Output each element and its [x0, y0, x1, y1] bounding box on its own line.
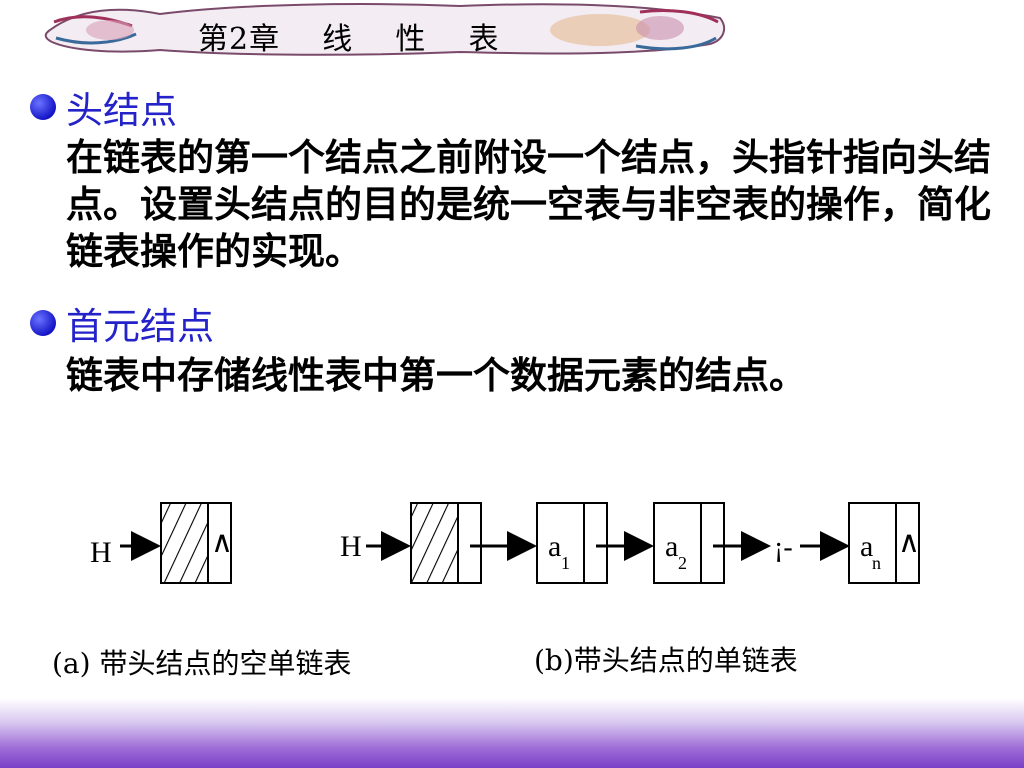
- bullet-first-element-node: 首元结点: [30, 296, 214, 350]
- node-an-label: a: [860, 530, 873, 563]
- chapter-title: 第2章 线 性 表: [198, 22, 500, 57]
- caption-empty-list: (a) 带头结点的空单链表: [52, 647, 351, 680]
- bullet-dot-icon: [30, 94, 56, 120]
- empty-list-diagram: H ∧: [90, 502, 233, 584]
- bullet-label-first-element-node: 首元结点: [66, 305, 214, 348]
- node-a2-label: a: [665, 530, 678, 563]
- null-pointer-symbol: ∧: [211, 525, 233, 560]
- bullet-head-node: 头结点: [30, 80, 177, 134]
- paragraph-head-node: 在链表的第一个结点之前附设一个结点，头指针指向头结点。设置头结点的目的是统一空表…: [66, 136, 991, 273]
- node-a2-subscript: 2: [678, 553, 687, 573]
- node-a1-label: a: [548, 530, 561, 563]
- chapter-banner: [44, 3, 726, 56]
- bullet-dot-icon: [30, 310, 56, 336]
- ellipsis-mark: ¡-: [774, 532, 793, 563]
- linked-list-diagram: H ∧ H a 1 a 2 ¡- a n ∧: [52, 502, 920, 680]
- head-node-data-field: [160, 502, 209, 584]
- null-pointer-symbol: ∧: [898, 525, 920, 560]
- node-an-subscript: n: [872, 553, 881, 573]
- node-an: [848, 502, 920, 584]
- nonempty-list-diagram: H a 1 a 2 ¡- a n ∧: [340, 502, 920, 584]
- node-a1: [536, 502, 608, 584]
- head-pointer-label: H: [340, 530, 362, 563]
- head-pointer-label: H: [90, 536, 112, 569]
- bottom-gradient-bar: [0, 698, 1024, 768]
- head-node-data-field: [410, 502, 459, 584]
- node-a2: [653, 502, 725, 584]
- caption-nonempty-list: (b)带头结点的单链表: [534, 644, 798, 677]
- paragraph-first-element-node: 链表中存储线性表中第一个数据元素的结点。: [66, 354, 806, 397]
- bullet-label-head-node: 头结点: [66, 89, 177, 132]
- node-a1-subscript: 1: [561, 553, 570, 573]
